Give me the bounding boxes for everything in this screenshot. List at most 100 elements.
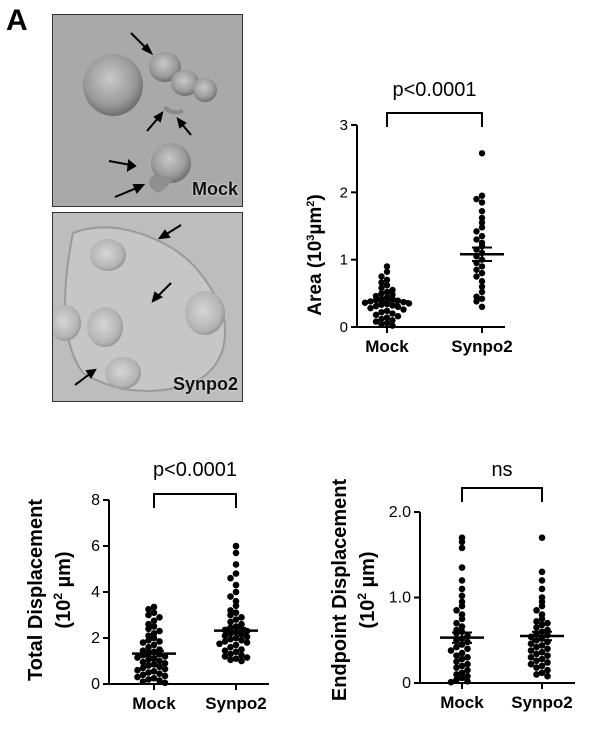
- data-point: [453, 671, 460, 678]
- x-tick-label: Synpo2: [451, 337, 512, 356]
- data-point: [533, 624, 540, 631]
- panel-letter: A: [6, 4, 28, 37]
- data-point: [372, 311, 380, 319]
- data-point: [544, 666, 551, 674]
- data-point: [538, 642, 546, 649]
- x-tick-label: Mock: [440, 693, 484, 712]
- significance-annotation: p<0.0001: [393, 79, 477, 101]
- data-point: [139, 647, 147, 654]
- data-point: [389, 286, 396, 294]
- data-point: [458, 649, 466, 657]
- data-point: [145, 676, 152, 683]
- data-point: [478, 232, 486, 240]
- arrow-icon: [74, 224, 182, 386]
- data-point: [447, 678, 455, 686]
- data-point: [478, 192, 486, 199]
- data-point: [232, 542, 240, 550]
- data-point: [533, 657, 540, 665]
- data-point: [156, 670, 163, 677]
- data-point: [538, 568, 546, 576]
- data-point: [453, 664, 460, 671]
- data-point: [161, 672, 169, 680]
- data-point: [378, 273, 385, 280]
- data-point: [161, 660, 169, 667]
- data-point: [453, 607, 460, 614]
- data-point: [378, 308, 385, 316]
- data-point: [150, 634, 158, 642]
- data-point: [232, 561, 240, 568]
- data-point: [150, 630, 158, 637]
- data-point: [150, 609, 158, 616]
- data-point: [243, 639, 251, 646]
- data-point: [227, 607, 234, 614]
- data-point: [243, 633, 251, 641]
- significance-bracket: [386, 112, 483, 127]
- data-point: [544, 645, 551, 653]
- data-point: [538, 585, 546, 593]
- data-point: [383, 263, 391, 270]
- y-axis-label: Total Displacement: [25, 499, 47, 681]
- data-point: [238, 657, 245, 665]
- data-point: [478, 219, 486, 226]
- data-point: [227, 574, 234, 582]
- data-point: [473, 266, 480, 273]
- data-point: [232, 648, 240, 656]
- data-point: [538, 577, 546, 584]
- data-point: [150, 623, 158, 630]
- data-point: [383, 307, 391, 315]
- micrograph-label-mock: Mock: [191, 179, 238, 199]
- data-point: [161, 665, 169, 673]
- data-point: [145, 656, 152, 664]
- data-point: [378, 284, 385, 292]
- data-point: [238, 646, 245, 653]
- data-point: [389, 291, 396, 298]
- data-point: [145, 632, 152, 639]
- data-point: [458, 592, 466, 600]
- data-point: [232, 581, 240, 589]
- data-point: [238, 620, 245, 628]
- data-point: [227, 611, 234, 619]
- significance-bracket: [461, 487, 543, 502]
- x-tick-label: Mock: [132, 694, 176, 713]
- data-point: [533, 618, 540, 625]
- significance-bracket: [153, 493, 237, 508]
- data-point: [156, 657, 163, 665]
- data-point: [473, 228, 480, 235]
- significance-annotation: ns: [491, 459, 512, 481]
- data-point: [453, 643, 460, 651]
- data-point: [145, 625, 152, 633]
- data-point: [227, 635, 234, 643]
- y-tick-label: 8: [91, 492, 100, 509]
- data-point: [458, 655, 466, 663]
- data-point: [458, 538, 466, 546]
- data-point: [139, 658, 147, 666]
- data-point: [394, 303, 402, 310]
- data-point: [478, 283, 486, 290]
- data-point: [533, 671, 540, 678]
- endpoint-displacement-chart-svg: Endpoint Displacement (102 µm) 01.02.0Mo…: [329, 459, 575, 712]
- data-point: [464, 660, 471, 668]
- data-point: [453, 652, 460, 659]
- data-point: [538, 615, 546, 623]
- data-point: [150, 668, 158, 675]
- data-point: [145, 669, 152, 676]
- data-point: [134, 654, 141, 661]
- data-point: [478, 199, 486, 206]
- data-point: [458, 577, 466, 584]
- data-point: [538, 602, 546, 610]
- x-tick-label: Mock: [365, 337, 409, 356]
- data-point: [473, 293, 480, 300]
- data-point: [221, 638, 229, 645]
- data-point: [544, 652, 551, 659]
- data-point: [458, 585, 466, 593]
- data-point: [243, 654, 251, 661]
- significance-annotation: p<0.0001: [153, 459, 237, 481]
- data-point: [447, 647, 455, 654]
- data-point: [453, 676, 460, 683]
- data-point: [156, 614, 163, 621]
- y-tick-label: 0: [340, 319, 348, 336]
- y-axis-label-units: (102 µm): [51, 551, 75, 628]
- data-point: [464, 645, 471, 653]
- data-point: [478, 295, 486, 302]
- y-axis-label-units: (102 µm): [355, 551, 379, 628]
